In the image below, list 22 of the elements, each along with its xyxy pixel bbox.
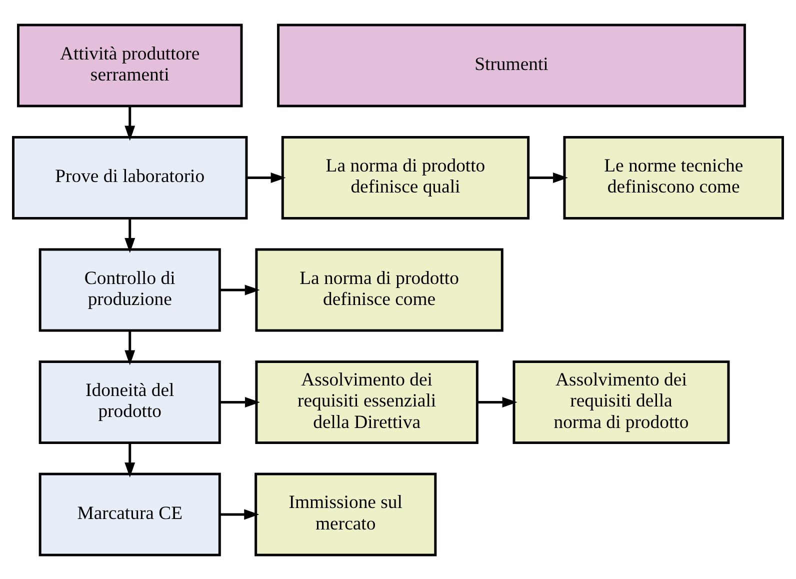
node-box: Idoneità del prodotto: [38, 360, 221, 444]
arrow: [124, 330, 136, 365]
node-box: Immissione sul mercato: [254, 472, 437, 556]
node-box: Le norme tecniche definiscono come: [563, 135, 784, 220]
arrow: [246, 172, 286, 182]
arrow: [124, 442, 136, 477]
node-box: Assolvimento dei requisiti essenziali della Direttiva: [255, 360, 478, 444]
node-box: La norma di prodotto definisce come: [255, 248, 504, 332]
arrow: [124, 218, 136, 252]
arrow: [220, 508, 260, 520]
node-box: La norma di prodotto definisce quali: [281, 135, 530, 220]
node-box: Strumenti: [277, 23, 746, 107]
node-box: Prove di laboratorio: [12, 135, 248, 220]
arrow: [478, 396, 518, 407]
node-box: Attività produttore serramenti: [17, 23, 243, 107]
arrow: [220, 396, 260, 407]
node-box: Controllo di produzione: [38, 248, 221, 332]
arrow: [528, 172, 568, 182]
node-box: Assolvimento dei requisiti della norma di prodotto: [512, 360, 730, 444]
arrow: [124, 106, 136, 140]
arrow: [220, 284, 260, 295]
node-box: Marcatura CE: [38, 472, 221, 556]
